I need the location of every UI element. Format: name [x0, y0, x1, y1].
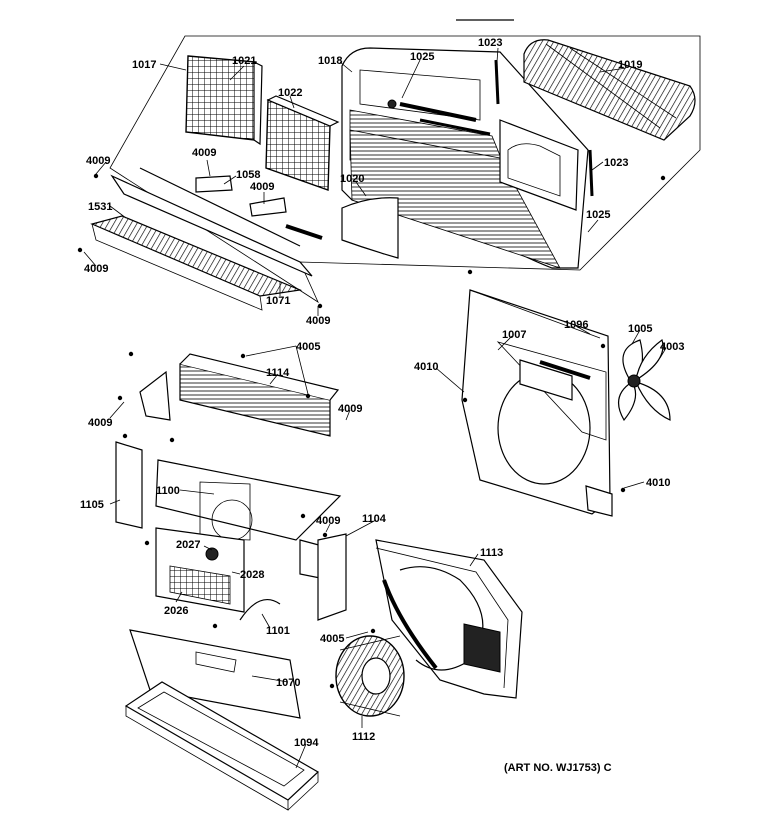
label-4005-top: 4005 — [296, 341, 320, 353]
label-2026: 2026 — [164, 605, 188, 617]
label-1007: 1007 — [502, 329, 526, 341]
label-1017: 1017 — [132, 59, 156, 71]
label-1025-right: 1025 — [586, 209, 610, 221]
label-4005-bottom: 4005 — [320, 633, 344, 645]
label-4009-e: 4009 — [306, 315, 330, 327]
blower-wheel-1112 — [335, 635, 405, 717]
label-1105: 1105 — [80, 499, 104, 511]
label-4009-g: 4009 — [338, 403, 362, 415]
label-1023-top: 1023 — [478, 37, 502, 49]
art-number: (ART NO. WJ1753) C — [504, 762, 612, 774]
label-4010-left: 4010 — [414, 361, 438, 373]
label-1094: 1094 — [294, 737, 319, 749]
label-1531: 1531 — [88, 201, 112, 213]
discharge-assembly — [90, 167, 323, 311]
label-1100: 1100 — [156, 485, 180, 497]
label-1025-top: 1025 — [410, 51, 434, 63]
label-1113: 1113 — [480, 547, 503, 559]
label-1112: 1112 — [352, 731, 375, 743]
label-1101: 1101 — [266, 625, 290, 637]
label-1070: 1070 — [276, 677, 300, 689]
label-1058: 1058 — [236, 169, 260, 181]
filter-1022 — [265, 95, 340, 191]
label-2027: 2027 — [176, 539, 200, 551]
label-1071: 1071 — [266, 295, 290, 307]
bar-1023-right — [588, 149, 594, 197]
label-1019: 1019 — [618, 59, 642, 71]
label-1096: 1096 — [564, 319, 588, 331]
leader-lines — [83, 47, 667, 769]
label-4009-f: 4009 — [88, 417, 112, 429]
label-2028: 2028 — [240, 569, 264, 581]
bar-1023-top — [494, 59, 500, 105]
front-cabinet-1018 — [341, 47, 589, 269]
label-1018: 1018 — [318, 55, 342, 67]
label-4003: 4003 — [660, 341, 684, 353]
label-4009-h: 4009 — [316, 515, 340, 527]
shroud-1007 — [461, 289, 613, 517]
label-1023-right: 1023 — [604, 157, 628, 169]
label-4010-right: 4010 — [646, 477, 670, 489]
grille-1019 — [523, 39, 696, 141]
label-1021: 1021 — [232, 55, 256, 67]
blower-housing-1113 — [375, 539, 523, 699]
control-assembly — [115, 353, 342, 621]
label-1022: 1022 — [278, 87, 302, 99]
label-1005: 1005 — [628, 323, 652, 335]
base-pan-1094 — [124, 681, 320, 811]
fan-blade-1005 — [617, 339, 671, 422]
label-4009-b: 4009 — [192, 147, 216, 159]
label-4009-a: 4009 — [86, 155, 110, 167]
filter-1021 — [185, 55, 263, 146]
panel-1020 — [341, 197, 399, 259]
panel-1104 — [317, 533, 347, 621]
label-1020: 1020 — [340, 173, 364, 185]
label-1104: 1104 — [362, 513, 387, 525]
label-4009-d: 4009 — [84, 263, 108, 275]
label-4009-c: 4009 — [250, 181, 274, 193]
label-1114: 1114 — [266, 367, 290, 379]
panel-1070 — [129, 629, 301, 719]
screws — [77, 173, 666, 689]
